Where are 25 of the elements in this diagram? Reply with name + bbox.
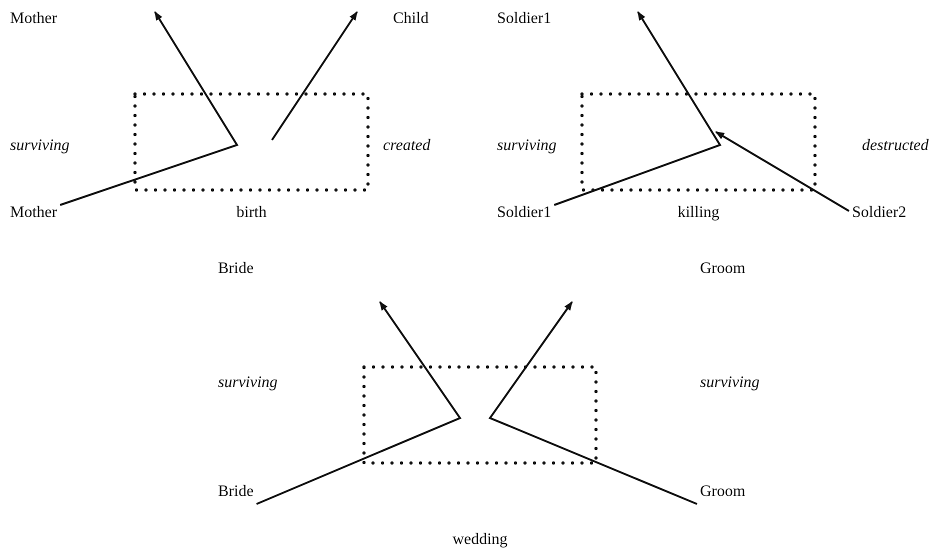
state-label: surviving xyxy=(497,137,557,155)
state-label: surviving xyxy=(218,374,278,392)
lifeline-arrow xyxy=(715,131,850,212)
object-name: Groom xyxy=(700,260,746,278)
object-name: Soldier2 xyxy=(852,204,906,222)
lifeline-arrow xyxy=(488,301,698,505)
state-label: surviving xyxy=(700,374,760,392)
state-label: surviving xyxy=(10,137,70,155)
object-name: Mother xyxy=(10,204,58,222)
lifeline-arrow xyxy=(554,11,722,206)
object-name: Soldier1 xyxy=(497,204,552,222)
event-name: wedding xyxy=(451,531,509,548)
event-name: birth xyxy=(235,204,268,222)
object-name: Soldier1 xyxy=(497,10,552,28)
lifeline-arrow xyxy=(271,11,358,141)
state-label: destructed xyxy=(862,137,929,155)
lifeline-arrow xyxy=(256,301,462,505)
object-name: Child xyxy=(393,10,429,28)
event-name: killing xyxy=(676,204,720,222)
lifeline-arrow xyxy=(60,11,239,206)
object-name: Bride xyxy=(218,483,254,501)
object-name: Bride xyxy=(218,260,254,278)
state-label: created xyxy=(383,137,430,155)
object-name: Mother xyxy=(10,10,58,28)
object-name: Groom xyxy=(700,483,746,501)
